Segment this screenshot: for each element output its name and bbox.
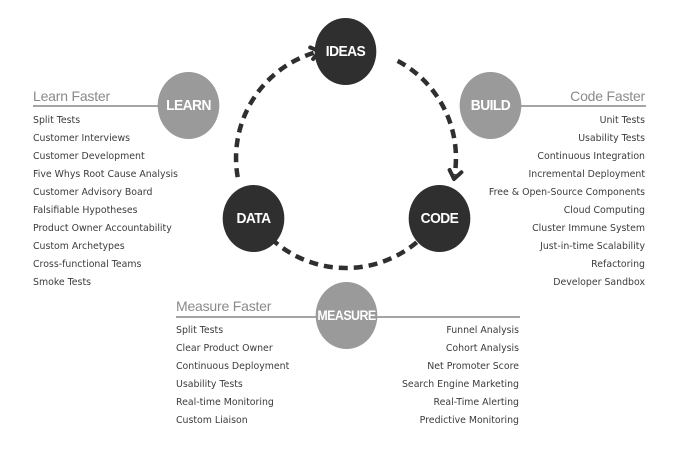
node-code: CODE [408, 185, 471, 252]
list-item: Custom Archetypes [33, 241, 125, 252]
list-item: Continuous Deployment [176, 361, 290, 372]
list-item: Just-in-time Scalability [540, 241, 645, 252]
arrow-data-to-ideas [233, 50, 317, 178]
node-measure-label: MEASURE [317, 308, 376, 323]
learn-rule [33, 105, 163, 107]
list-item: Custom Liaison [176, 415, 248, 426]
list-item: Product Owner Accountability [33, 223, 172, 234]
list-item: Usability Tests [578, 133, 645, 144]
list-item: Real-Time Alerting [433, 397, 519, 408]
measure-list-right: Funnel Analysis Cohort Analysis Net Prom… [370, 322, 519, 430]
build-list: Unit Tests Usability Tests Continuous In… [445, 112, 645, 292]
node-ideas: IDEAS [314, 18, 377, 85]
list-item: Net Promoter Score [427, 361, 519, 372]
node-code-label: CODE [420, 210, 459, 227]
arrowhead-ideas-to-code [447, 168, 464, 181]
list-item: Clear Product Owner [176, 343, 273, 354]
measure-faster-header: Measure Faster [176, 298, 272, 314]
list-item: Developer Sandbox [553, 277, 645, 288]
list-item: Split Tests [33, 115, 81, 126]
list-item: Cross-functional Teams [33, 259, 142, 270]
list-item: Search Engine Marketing [401, 379, 519, 390]
list-item: Incremental Deployment [528, 169, 645, 180]
measure-list-left: Split Tests Clear Product Owner Continuo… [176, 322, 289, 430]
list-item: Free & Open-Source Components [488, 187, 645, 198]
list-item: Predictive Monitoring [419, 415, 519, 426]
list-item: Funnel Analysis [446, 325, 519, 336]
list-item: Cluster Immune System [532, 223, 645, 234]
list-item: Refactoring [591, 259, 645, 270]
list-item: Falsifiable Hypotheses [33, 205, 138, 216]
learn-list: Split Tests Customer Interviews Customer… [33, 112, 178, 292]
arrow-code-to-data [266, 234, 419, 271]
node-build-label: BUILD [470, 97, 511, 114]
build-rule [515, 105, 646, 107]
list-item: Cloud Computing [563, 205, 645, 216]
node-learn-label: LEARN [166, 97, 211, 114]
list-item: Five Whys Root Cause Analysis [33, 169, 178, 180]
node-learn: LEARN [157, 72, 220, 139]
list-item: Real-time Monitoring [176, 397, 274, 408]
list-item: Cohort Analysis [445, 343, 519, 354]
list-item: Split Tests [176, 325, 224, 336]
list-item: Continuous Integration [537, 151, 645, 162]
node-build: BUILD [459, 72, 522, 139]
node-ideas-label: IDEAS [325, 43, 366, 60]
node-measure: MEASURE [315, 282, 378, 349]
code-faster-header: Code Faster [570, 88, 645, 104]
list-item: Customer Interviews [33, 133, 130, 144]
list-item: Smoke Tests [33, 277, 92, 288]
node-data-label: DATA [236, 210, 271, 227]
list-item: Usability Tests [176, 379, 243, 390]
arrow-ideas-to-code [396, 58, 459, 176]
list-item: Customer Advisory Board [33, 187, 153, 198]
node-data: DATA [222, 185, 285, 252]
learn-faster-header: Learn Faster [33, 88, 110, 104]
list-item: Customer Development [33, 151, 145, 162]
list-item: Unit Tests [599, 115, 645, 126]
